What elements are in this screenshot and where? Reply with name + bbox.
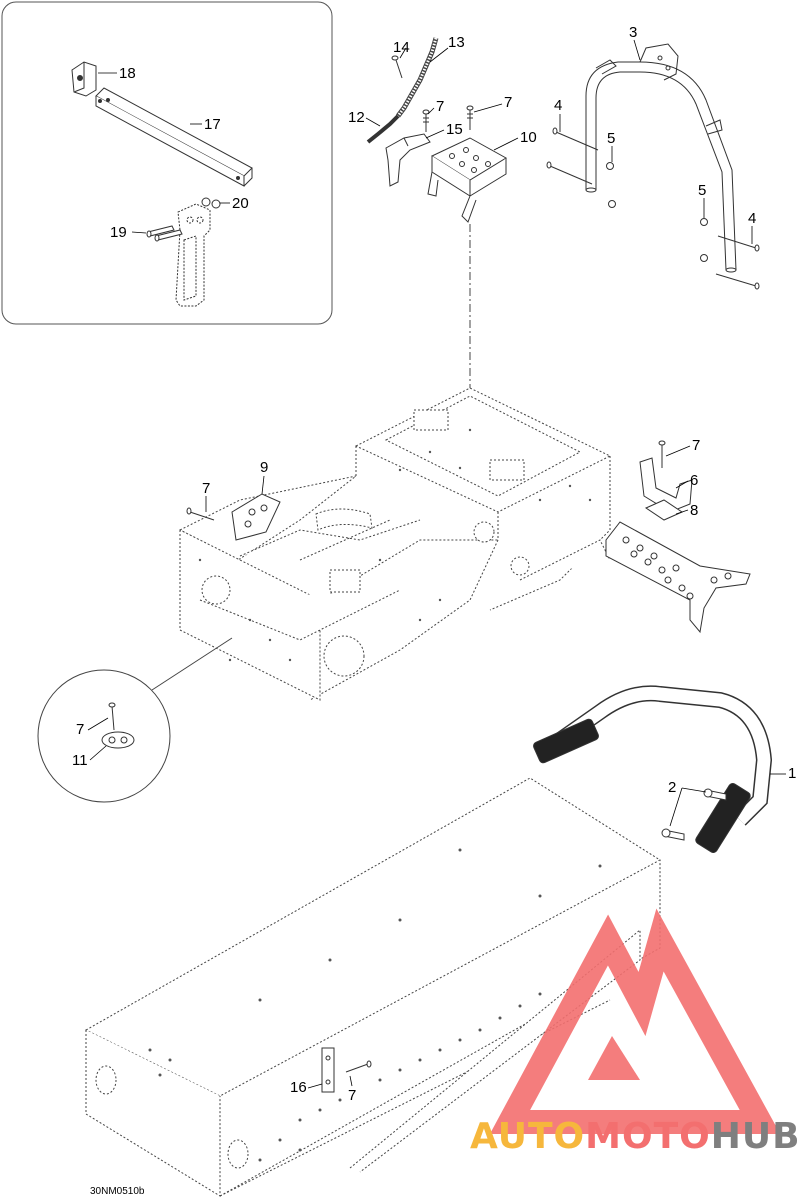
part-3-loop bbox=[585, 43, 737, 273]
part-7-screw-bottom bbox=[345, 1060, 372, 1073]
part-19-bolts bbox=[146, 225, 183, 242]
part-7-screw-left bbox=[186, 507, 215, 521]
part-5-nut-right bbox=[700, 218, 708, 262]
chassis-frame bbox=[179, 387, 612, 701]
part-10-plate bbox=[427, 137, 507, 223]
tunnel-rivet-dots bbox=[148, 848, 602, 1162]
part-7-screw-right bbox=[658, 440, 666, 468]
callout-15: 15 bbox=[446, 121, 463, 138]
part-15-clip bbox=[385, 133, 431, 187]
footrest bbox=[605, 521, 751, 634]
part-4-bolt-right bbox=[715, 235, 760, 290]
part-9-bracket bbox=[231, 493, 281, 541]
watermark-moto: MOTO bbox=[585, 1116, 711, 1157]
callout-12: 12 bbox=[348, 109, 365, 126]
part-1-grab-handle bbox=[533, 685, 773, 854]
part-4-bolt-left bbox=[546, 127, 599, 185]
callout-14: 14 bbox=[393, 39, 410, 56]
callout-4-left: 4 bbox=[554, 97, 562, 114]
part-2-bolts bbox=[661, 788, 727, 841]
part-18-block bbox=[71, 61, 97, 97]
callout-11: 11 bbox=[72, 752, 88, 769]
watermark-logo bbox=[489, 908, 781, 1134]
part-19-20-bracket bbox=[175, 203, 211, 307]
callout-7-top-b: 7 bbox=[504, 94, 512, 111]
callout-9: 9 bbox=[260, 459, 268, 476]
watermark-auto: AUTO bbox=[470, 1116, 585, 1157]
detail-circle bbox=[37, 637, 233, 803]
callout-7-bottom: 7 bbox=[348, 1087, 356, 1104]
part-7-screw-top-a bbox=[422, 109, 430, 132]
part-7-screw-detail bbox=[108, 702, 116, 731]
callout-7-right: 7 bbox=[692, 437, 700, 454]
reference-code: 30NM0510b bbox=[90, 1186, 145, 1197]
inset-panel: 18 17 19 bbox=[1, 1, 333, 325]
callout-20: 20 bbox=[232, 195, 249, 212]
callout-16: 16 bbox=[290, 1079, 307, 1096]
callout-7-top-a: 7 bbox=[436, 98, 444, 115]
callout-8: 8 bbox=[690, 502, 698, 519]
callout-5-right: 5 bbox=[698, 182, 706, 199]
callout-18: 18 bbox=[119, 65, 136, 82]
callout-5-left: 5 bbox=[607, 130, 615, 147]
part-20-nut bbox=[201, 197, 221, 209]
callout-7-detail: 7 bbox=[76, 721, 84, 738]
part-16-bracket bbox=[321, 1047, 335, 1093]
watermark-text: AUTOMOTOHUB bbox=[470, 1116, 800, 1157]
callout-17: 17 bbox=[204, 116, 221, 133]
callout-2: 2 bbox=[668, 779, 676, 796]
callout-10: 10 bbox=[520, 129, 537, 146]
watermark-hub: HUB bbox=[711, 1116, 800, 1157]
part-7-screw-top-b bbox=[466, 105, 474, 130]
callout-6: 6 bbox=[690, 472, 698, 489]
part-12-strap bbox=[366, 114, 400, 144]
part-17-channel bbox=[95, 87, 253, 187]
part-11-washer bbox=[101, 731, 135, 749]
callout-13: 13 bbox=[448, 34, 465, 51]
part-14-screw bbox=[391, 55, 403, 79]
callout-19: 19 bbox=[110, 224, 127, 241]
callout-3: 3 bbox=[629, 24, 637, 41]
chassis-rivet-dots bbox=[198, 428, 592, 662]
callout-1: 1 bbox=[788, 765, 796, 782]
part-13-coil-spring bbox=[396, 37, 439, 118]
callout-4-right: 4 bbox=[748, 210, 756, 227]
callout-7-left: 7 bbox=[202, 480, 210, 497]
part-5-nut-left bbox=[606, 162, 616, 208]
